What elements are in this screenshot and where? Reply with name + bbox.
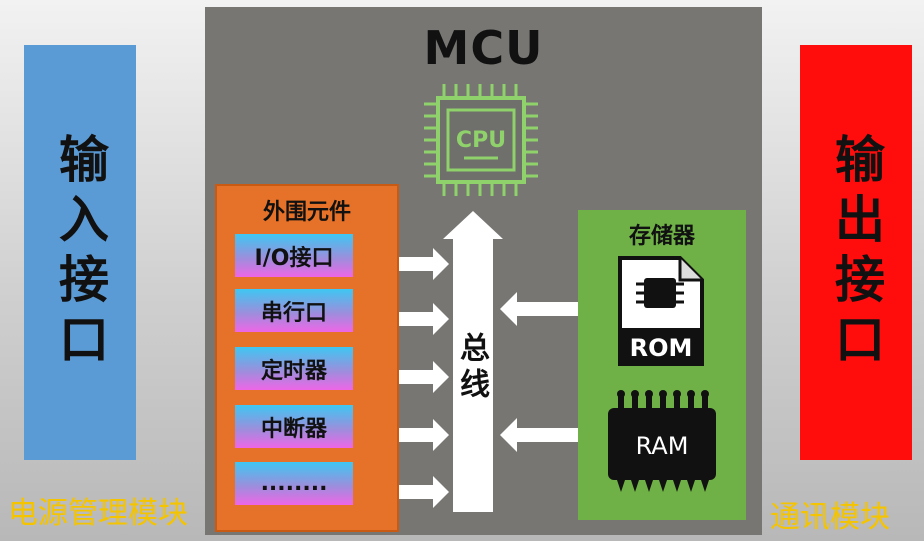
arrow-io [355,248,449,280]
input-interface-label: 输入接口 [51,132,109,373]
peripheral-interrupt: 中断器 [235,405,353,448]
memory-panel: 存储器 ROM [578,210,746,520]
cpu-chip-icon: CPU [424,84,538,196]
arrow-serial [355,303,449,335]
peripheral-serial: 串行口 [235,289,353,332]
ram-label: RAM [636,432,689,460]
arrow-more [355,476,449,508]
memory-title: 存储器 [628,224,695,249]
arrow-interrupt [355,419,449,451]
arrow-ram [500,418,614,452]
ram-chip-icon: RAM [608,390,716,492]
mcu-container: MCU [205,7,762,535]
bus-arrow [443,211,503,512]
peripheral-more: ........ [235,462,353,505]
cpu-label: CPU [456,128,506,153]
output-interface-box: 输出接口 [800,45,912,460]
memory-bus-arrows [500,292,614,452]
rom-label: ROM [630,334,693,362]
rom-file-icon: ROM [618,256,704,366]
arrow-rom [500,292,614,326]
peripheral-panel: 外围元件 I/O接口 串行口 定时器 中断器 ........ [215,184,399,532]
input-interface-box: 输入接口 [24,45,136,460]
peripheral-title: 外围元件 [262,200,351,225]
power-management-label: 电源管理模块 [8,496,188,531]
peripheral-io: I/O接口 [235,234,353,277]
arrow-timer [355,361,449,393]
mcu-title: MCU [423,21,544,75]
peripheral-bus-arrows [355,248,449,508]
peripheral-timer: 定时器 [235,347,353,390]
communication-module-label: 通讯模块 [770,500,890,535]
output-interface-label: 输出接口 [827,132,885,373]
bus-arrows [355,211,614,512]
bus-label: 总线 [454,332,489,404]
